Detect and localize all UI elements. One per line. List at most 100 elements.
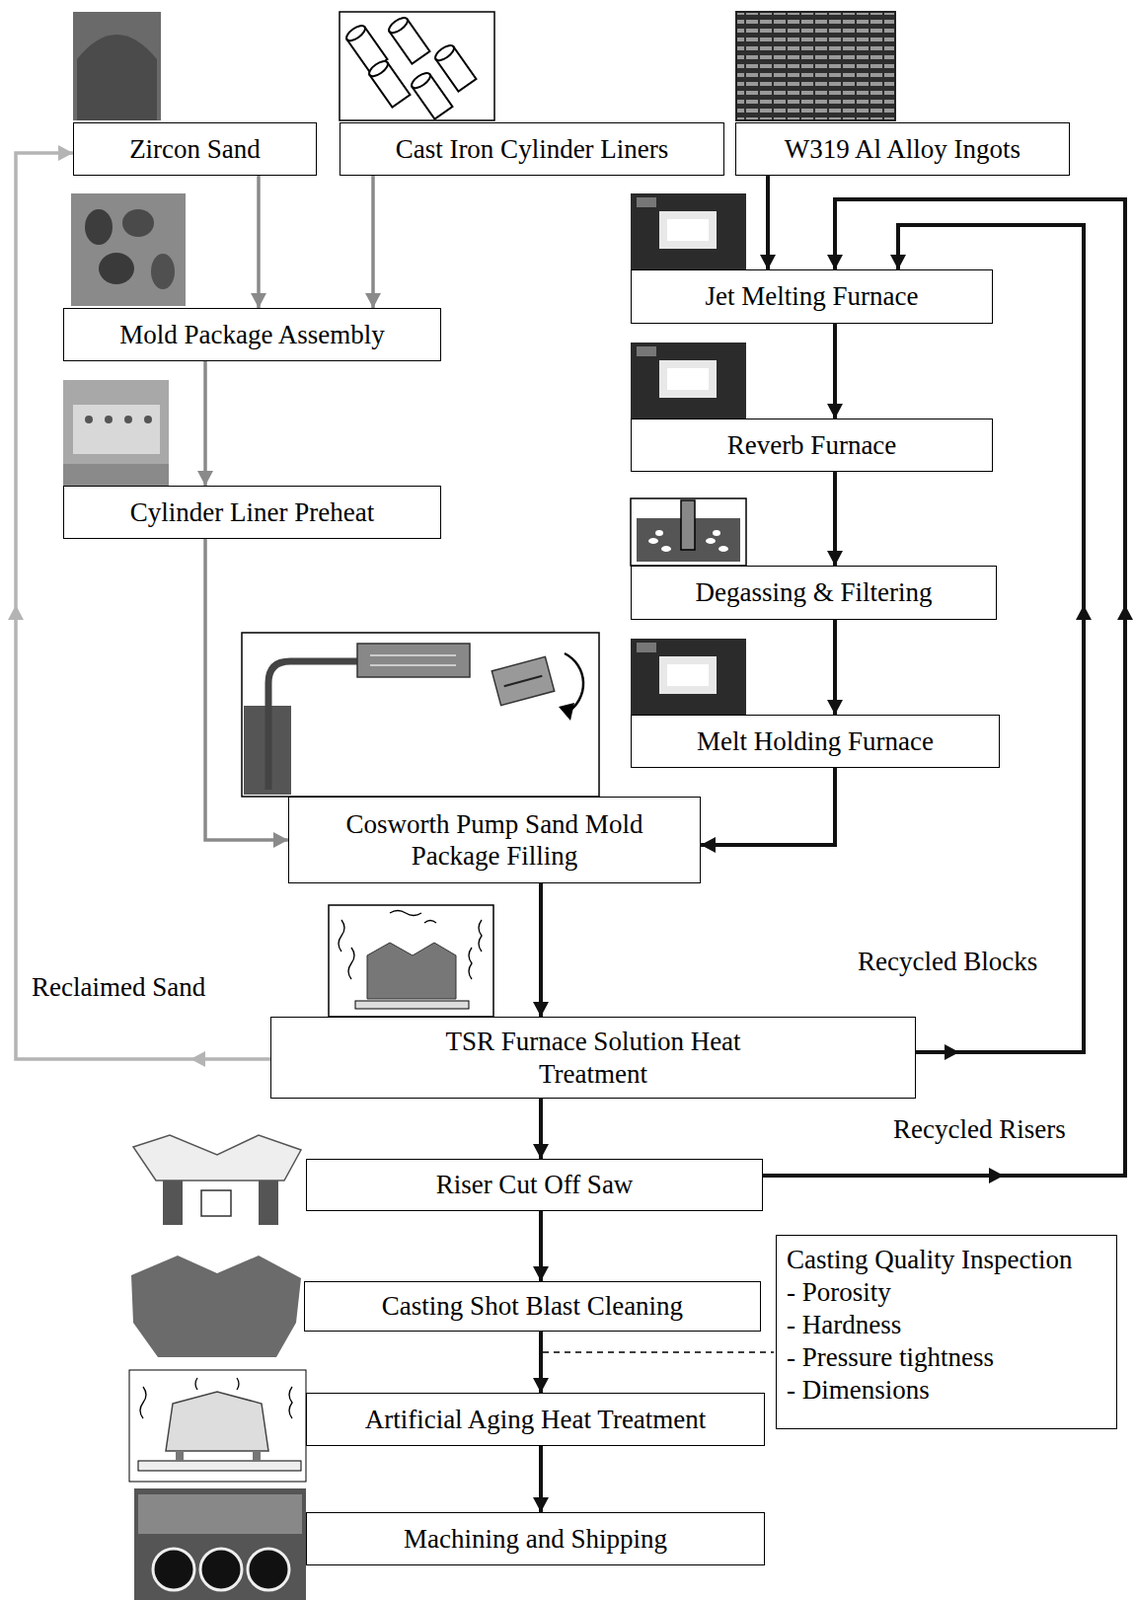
flow-arrow (827, 471, 843, 566)
preheat-photo-part (63, 463, 169, 486)
ingots-photo-part (736, 11, 896, 121)
aging-sketch-part (236, 1377, 239, 1390)
preheat-photo-part (73, 404, 160, 454)
box-label: Zircon Sand (129, 133, 261, 165)
blasted-block (131, 1255, 302, 1358)
degassing-sketch-part (680, 500, 695, 550)
process-box: Cylinder Liner Preheat (63, 485, 442, 539)
flow-line (371, 175, 376, 308)
box-label: Cylinder Liner Preheat (130, 496, 375, 529)
flow-arrow (250, 175, 267, 308)
process-box: Mold Package Assembly (63, 307, 442, 362)
furnace-photo-part (636, 197, 657, 208)
flow-line (898, 225, 1084, 1053)
liners-sketch-part (433, 42, 477, 91)
preheat-photo-part (144, 415, 152, 424)
box-label: Cosworth Pump Sand Mold Package Filling (331, 808, 658, 873)
preheat-photo-part (124, 415, 133, 424)
mold-photo (71, 193, 186, 306)
process-box: TSR Furnace Solution Heat Treatment (270, 1016, 916, 1099)
tsr-sketch-part (424, 920, 437, 924)
tsr-sketch-part (367, 942, 456, 999)
process-box: Riser Cut Off Saw (305, 1158, 763, 1211)
engine-photo-part (247, 1548, 290, 1590)
flow-arrow (532, 1098, 549, 1159)
flow-arrow (205, 538, 289, 848)
sand-photo-part (76, 34, 157, 121)
arrow-head (827, 254, 843, 270)
cosworth-sketch-part (268, 661, 358, 790)
input-box: W319 Al Alloy Ingots (735, 122, 1070, 176)
preheat-photo (63, 379, 169, 486)
aging-sketch-part (129, 1369, 306, 1482)
arrow-head (532, 1143, 549, 1159)
engine-photo-part (152, 1548, 195, 1590)
flow-arrow (827, 323, 843, 419)
preheat-photo-part (63, 379, 169, 486)
furnace-photo (630, 342, 747, 419)
arrow-head (890, 254, 907, 270)
cosworth-sketch-part-part (504, 676, 543, 686)
box-label: Melt Holding Furnace (696, 725, 934, 757)
flow-arrow (532, 1445, 549, 1512)
flow-line (538, 883, 543, 1017)
engine-photo-part (138, 1494, 303, 1534)
flow-line (15, 152, 271, 1059)
sand-photo-part (73, 11, 161, 121)
flow-label: Recycled Risers (890, 1113, 1069, 1145)
furnace-photo-part (659, 211, 717, 249)
mold-photo-part (122, 209, 154, 237)
tsr-sketch-part (348, 947, 355, 980)
furnace-photo-part (630, 342, 747, 419)
mold-photo-part (98, 252, 135, 285)
furnace-photo-part (667, 368, 709, 390)
box-label: TSR Furnace Solution Heat Treatment (430, 1025, 756, 1090)
degassing-sketch (630, 498, 747, 566)
liners-sketch-part (409, 70, 454, 119)
riser-sketch-part (162, 1180, 183, 1225)
box-heading: Casting Quality Inspection (786, 1243, 1072, 1277)
tsr-sketch-part (338, 919, 345, 952)
list-item: - Porosity (786, 1276, 892, 1309)
liners-sketch-part-part (367, 58, 391, 79)
list-item: - Dimensions (786, 1373, 930, 1407)
degassing-sketch-part (705, 537, 716, 544)
flow-label: Reclaimed Sand (28, 971, 209, 1003)
ingots-photo-part (736, 11, 896, 121)
engine-photo-part (134, 1488, 306, 1600)
furnace-photo-part (636, 642, 657, 653)
mid-arrow-head (988, 1167, 1004, 1184)
blasted-block-part (131, 1255, 302, 1358)
degassing-sketch-part (630, 498, 747, 566)
degassing-sketch-part (648, 537, 659, 544)
box-label: Casting Shot Blast Cleaning (381, 1289, 683, 1322)
box-label: Mold Package Assembly (119, 318, 384, 351)
process-box: Melt Holding Furnace (630, 714, 1000, 768)
inspection-box: Casting Quality Inspection- Porosity- Ha… (775, 1234, 1118, 1430)
mold-photo-part (151, 253, 175, 290)
box-label: Riser Cut Off Saw (436, 1168, 634, 1201)
tsr-sketch-part (389, 910, 422, 916)
process-box: Reverb Furnace (630, 418, 993, 472)
flow-line (700, 767, 835, 845)
mid-arrow-head (1117, 604, 1134, 620)
flow-arrow (532, 1331, 549, 1393)
liners-sketch-part (386, 14, 431, 64)
arrow-head (700, 836, 716, 853)
furnace-photo (630, 193, 747, 270)
box-label: W319 Al Alloy Ingots (784, 133, 1021, 165)
cosworth-sketch-part (491, 656, 554, 705)
degassing-sketch-part (655, 529, 664, 536)
liners-sketch-part-part (433, 42, 457, 64)
box-label: Artificial Aging Heat Treatment (365, 1403, 707, 1436)
arrow-head (250, 293, 267, 308)
flow-line (203, 361, 208, 486)
furnace-photo-part (659, 656, 717, 694)
furnace-photo-part (667, 664, 709, 686)
flow-arrow (827, 619, 843, 715)
process-box: Jet Melting Furnace (630, 269, 993, 324)
arrow-head (532, 1497, 549, 1512)
aging-sketch-part (165, 1391, 269, 1451)
process-box: Cosworth Pump Sand Mold Package Filling (288, 796, 701, 884)
inspection-leader (542, 1351, 774, 1354)
